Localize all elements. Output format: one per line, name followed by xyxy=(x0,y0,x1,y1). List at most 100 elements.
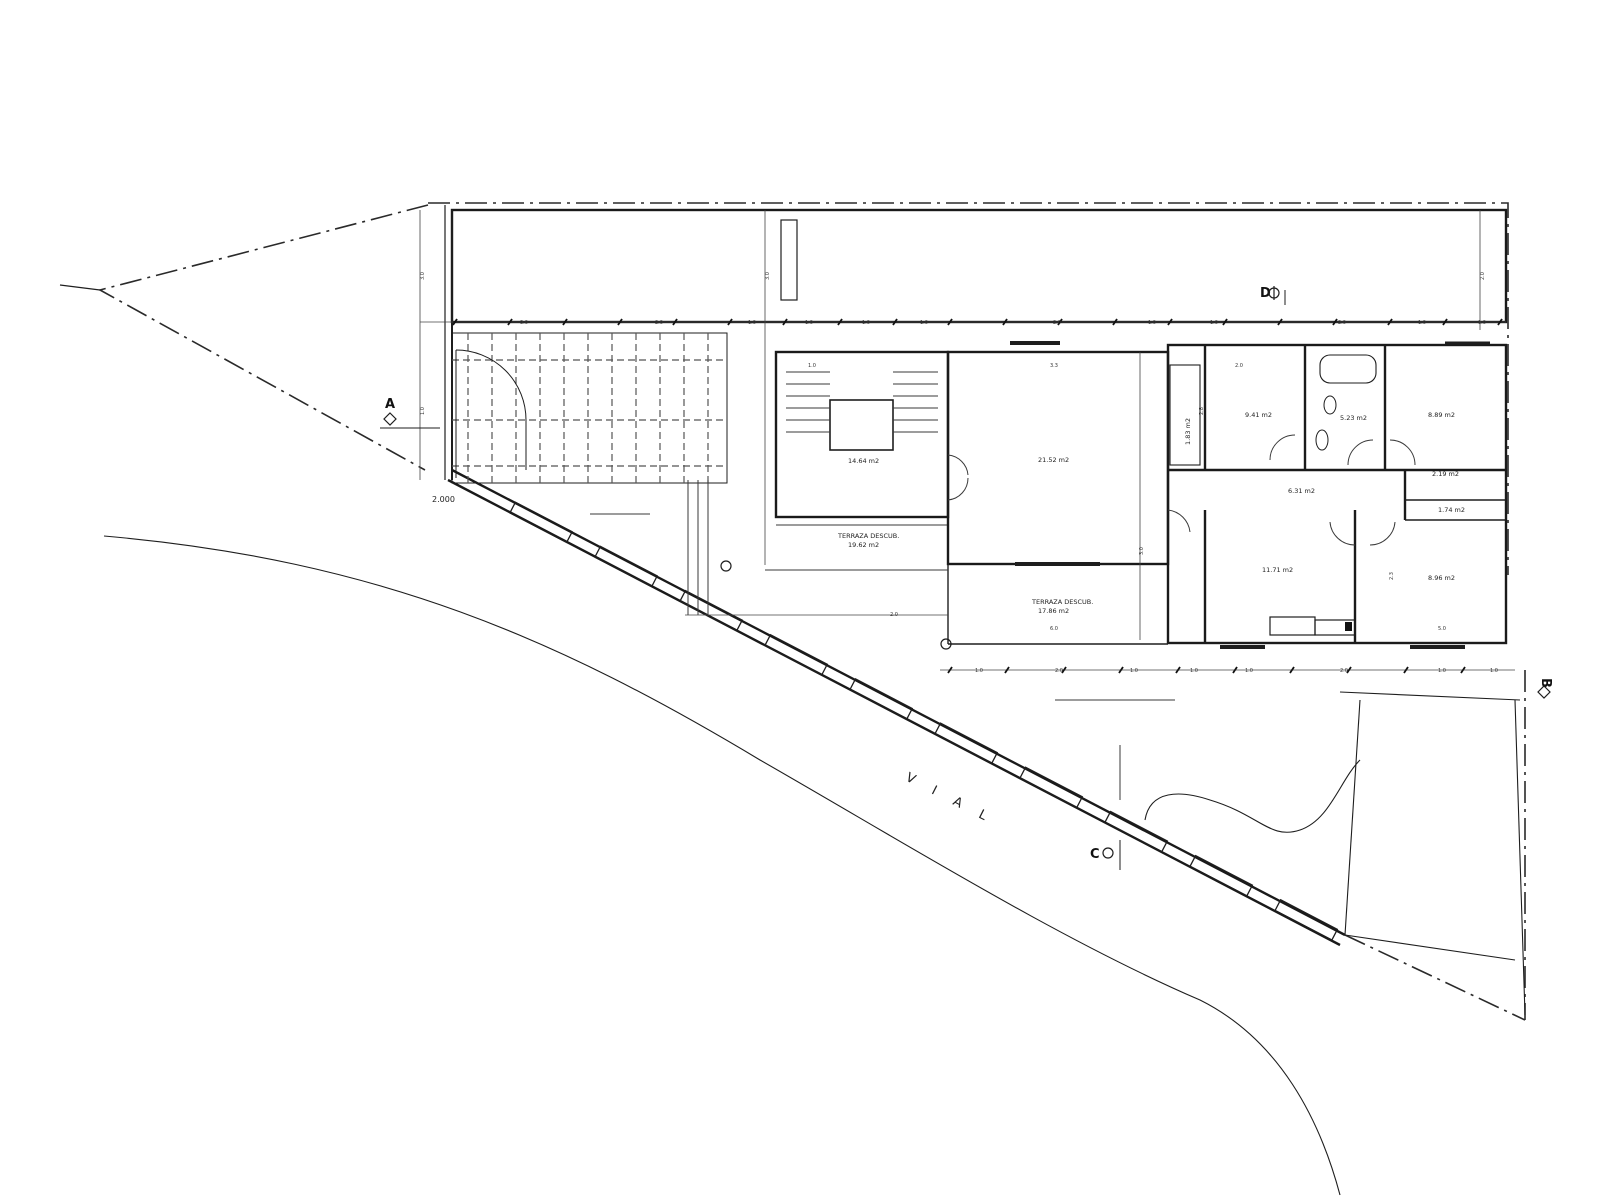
dim-bottom-1: 2.0 xyxy=(1055,668,1063,674)
dim-misc-4: 2.0 xyxy=(890,612,898,618)
dim-tick xyxy=(1175,666,1181,674)
wall-opening xyxy=(934,722,999,765)
room-area-bed1: 9.41 m2 xyxy=(1245,411,1272,419)
dim-top-0: 3.0 xyxy=(520,320,528,326)
terrace-south-area: 17.86 m2 xyxy=(1038,607,1069,615)
dim-bottom-2: 1.0 xyxy=(1130,668,1138,674)
dim-tick xyxy=(1004,666,1010,674)
dim-tick xyxy=(1002,318,1008,326)
dim-tick xyxy=(1222,318,1228,326)
terrace-west-name: TERRAZA DESCUB. xyxy=(837,532,899,540)
dim-tick xyxy=(1167,318,1173,326)
dim-bottom-3: 1.0 xyxy=(1190,668,1198,674)
dim-misc-3: 1.0 xyxy=(808,363,816,369)
dim-top-9: 2.0 xyxy=(1338,320,1346,326)
section-marker-d: D xyxy=(1260,286,1271,301)
dim-tick xyxy=(727,318,733,326)
garden xyxy=(1144,691,1526,1016)
dim-misc-8: 2.3 xyxy=(1389,572,1395,580)
dim-tick xyxy=(672,318,678,326)
dim-top-6: 2.0 xyxy=(1053,320,1061,326)
room-area-bed3: 8.96 m2 xyxy=(1428,574,1455,582)
dim-misc-1: 2.0 xyxy=(1235,363,1243,369)
dim-tick xyxy=(1346,666,1352,674)
terrace-west-area: 19.62 m2 xyxy=(848,541,879,549)
dim-misc-5: 6.0 xyxy=(1050,626,1058,632)
dim-tick xyxy=(892,318,898,326)
room-area-stair: 14.64 m2 xyxy=(848,457,879,465)
wall-opening xyxy=(1274,898,1339,941)
dim-bottom-6: 1.0 xyxy=(1438,668,1446,674)
room-area-store2: 1.74 m2 xyxy=(1438,506,1465,514)
dim-tick xyxy=(1061,666,1067,674)
dim-misc-7: 5.0 xyxy=(1438,626,1446,632)
section-symbols xyxy=(380,286,1551,870)
dim-tick xyxy=(1118,666,1124,674)
terrace-south-name: TERRAZA DESCUB. xyxy=(1031,598,1093,606)
dim-top-8: 1.0 xyxy=(1210,320,1218,326)
wall-opening xyxy=(594,545,659,588)
section-marker-a: A xyxy=(385,397,395,412)
section-marker-b: B xyxy=(1538,678,1553,688)
dim-tick xyxy=(1387,318,1393,326)
dim-top-4: 1.0 xyxy=(862,320,870,326)
wall-opening xyxy=(509,501,574,544)
dim-top-11: 1.0 xyxy=(1478,320,1486,326)
dim-top-5: 1.0 xyxy=(920,320,928,326)
bedroom-block xyxy=(1166,343,1508,645)
wall-opening xyxy=(849,678,914,721)
wall-opening xyxy=(764,633,829,676)
dim-tick xyxy=(1497,318,1503,326)
room-area-bed2: 8.89 m2 xyxy=(1428,411,1455,419)
wall-opening xyxy=(1104,810,1169,853)
garden-steps xyxy=(590,480,709,615)
dim-tick xyxy=(452,318,458,326)
room-area-bath: 5.23 m2 xyxy=(1340,414,1367,422)
room-area-store1: 2.19 m2 xyxy=(1432,470,1459,478)
dim-top-2: 1.0 xyxy=(748,320,756,326)
dim-top-1: 2.0 xyxy=(655,320,663,326)
wall-opening xyxy=(1019,766,1084,809)
pergola xyxy=(451,332,728,615)
dim-vertical-0: 3.0 xyxy=(420,272,426,280)
road-edge xyxy=(103,535,1341,1196)
dim-tick xyxy=(1277,318,1283,326)
dim-tick xyxy=(1332,318,1338,326)
dim-tick xyxy=(1403,666,1409,674)
dim-vertical-1: 1.0 xyxy=(420,407,426,415)
dimension-lines xyxy=(419,210,1515,674)
dim-tick xyxy=(1442,318,1448,326)
dim-top-10: 1.0 xyxy=(1418,320,1426,326)
dim-tick xyxy=(1112,318,1118,326)
wall-opening xyxy=(679,589,744,632)
dim-tick xyxy=(507,318,513,326)
dim-tick xyxy=(1289,666,1295,674)
rear-patio xyxy=(444,205,1508,480)
dim-tick xyxy=(562,318,568,326)
property-boundary xyxy=(59,202,1526,1021)
street-label-vial: VIAL xyxy=(903,770,1007,833)
dim-misc-6: 3.0 xyxy=(1139,547,1145,555)
level-mark: 2.000 xyxy=(432,495,455,504)
dim-tick xyxy=(1057,318,1063,326)
dim-top-3: 1.0 xyxy=(805,320,813,326)
dim-bottom-7: 1.0 xyxy=(1490,668,1498,674)
dim-tick xyxy=(1232,666,1238,674)
room-area-living: 21.52 m2 xyxy=(1038,456,1069,464)
room-area-closet: 1.83 m2 xyxy=(1184,418,1192,445)
room-area-hall: 6.31 m2 xyxy=(1288,487,1315,495)
dim-top-7: 1.0 xyxy=(1148,320,1156,326)
facade-windows xyxy=(1010,341,1490,649)
dim-tick xyxy=(947,318,953,326)
room-area-kitchen: 11.71 m2 xyxy=(1262,566,1293,574)
dim-tick xyxy=(947,666,953,674)
labels: 14.64 m2 21.52 m2 9.41 m2 5.23 m2 8.89 m… xyxy=(385,272,1553,862)
dim-tick xyxy=(782,318,788,326)
dim-vertical-2: 3.0 xyxy=(765,272,771,280)
dim-vertical-3: 2.0 xyxy=(1480,272,1486,280)
dim-misc-2: 2.8 xyxy=(1199,407,1205,415)
dim-misc-0: 3.3 xyxy=(1050,363,1058,369)
dim-bottom-5: 2.0 xyxy=(1340,668,1348,674)
dim-bottom-0: 1.0 xyxy=(975,668,983,674)
